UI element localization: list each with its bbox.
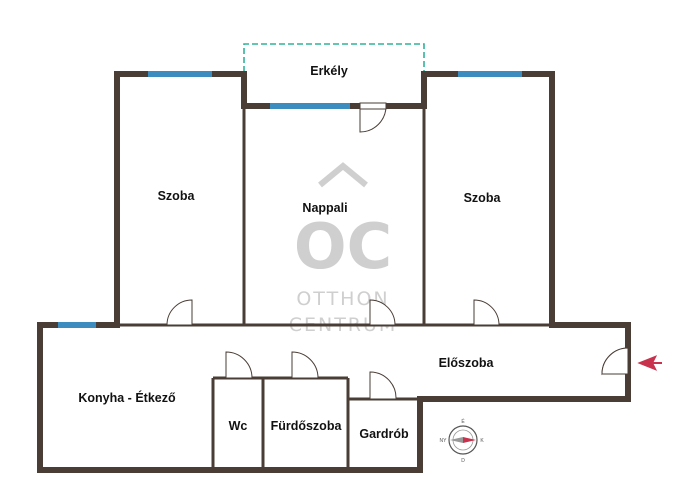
door-nappali bbox=[369, 299, 396, 326]
compass-icon: É D K NY bbox=[440, 418, 485, 464]
compass-w: NY bbox=[440, 438, 448, 444]
room-label-gardrob: Gardrób bbox=[359, 427, 409, 441]
door-balcony bbox=[359, 105, 387, 133]
compass-s: D bbox=[461, 458, 465, 464]
room-label-szoba-right: Szoba bbox=[464, 191, 502, 205]
room-label-konyha: Konyha - Étkező bbox=[78, 390, 176, 405]
windows bbox=[58, 71, 522, 328]
watermark: OC OTTHON CENTRUM bbox=[289, 162, 395, 336]
room-label-eloszoba: Előszoba bbox=[439, 356, 495, 370]
arrow-left-icon bbox=[637, 355, 662, 371]
doors bbox=[166, 102, 630, 400]
watermark-logo: OC bbox=[294, 210, 392, 283]
room-label-szoba-left: Szoba bbox=[158, 189, 196, 203]
door-furdoszoba bbox=[291, 351, 319, 379]
room-label-nappali: Nappali bbox=[302, 201, 347, 215]
room-labels: Erkély Szoba Nappali Szoba Előszoba Kony… bbox=[78, 64, 501, 441]
room-label-furdoszoba: Fürdőszoba bbox=[271, 419, 343, 433]
door-gardrob bbox=[369, 371, 397, 400]
compass-e: K bbox=[480, 438, 484, 444]
door-szoba-left bbox=[166, 299, 193, 326]
door-wc bbox=[225, 351, 253, 379]
door-szoba-right bbox=[473, 299, 500, 326]
room-label-wc: Wc bbox=[229, 419, 248, 433]
balcony-outline bbox=[243, 43, 425, 72]
watermark-roof-icon bbox=[318, 162, 368, 188]
watermark-line1: OTTHON bbox=[296, 288, 389, 310]
room-label-erkely: Erkély bbox=[310, 64, 348, 78]
compass-n: É bbox=[461, 418, 465, 425]
